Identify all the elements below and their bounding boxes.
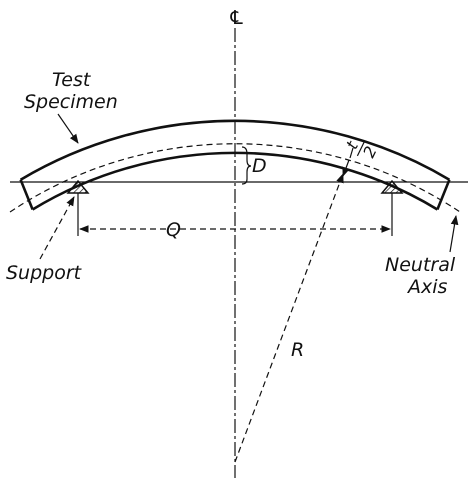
half-thickness-leader-top [349,147,354,159]
half-thickness-leader [342,159,350,177]
specimen-right-end [436,179,451,210]
radius-line [234,173,344,463]
support-label: Support [6,262,83,284]
specimen-outer-edge [19,119,451,181]
support-leader [39,196,75,260]
specimen-label-line2: Specimen [24,91,118,113]
depth-brace [241,146,252,185]
neutral-axis-leader [449,215,459,253]
specimen-inner-edge [31,151,439,211]
specimen-left-end [19,179,34,210]
radius-label: R [291,339,304,361]
specimen-label-line1: Test [52,69,92,91]
specimen-leader [57,113,79,144]
neutral-axis-label-line2: Axis [406,276,448,298]
neutral-axis-label-line1: Neutral [385,254,456,276]
depth-label: D [252,155,267,177]
centerline-symbol: ℄ [228,7,245,29]
span-label: Q [166,219,181,241]
